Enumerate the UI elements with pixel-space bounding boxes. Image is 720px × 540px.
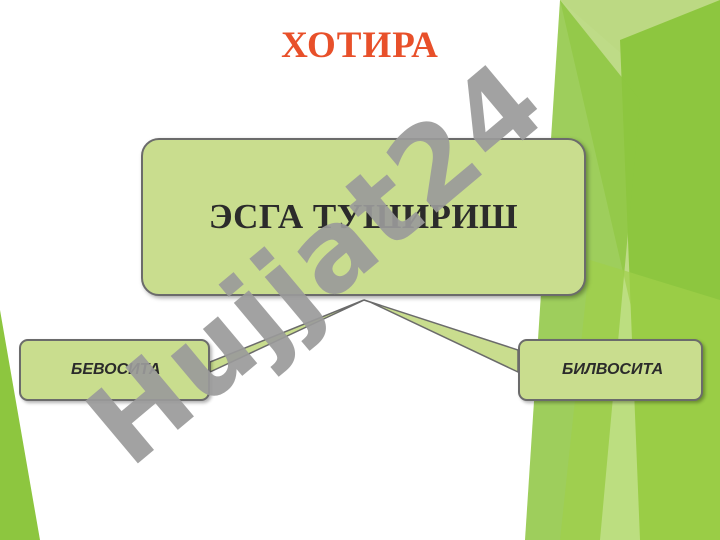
connector-left (209, 299, 365, 374)
right-branch-box: БИЛВОСИТА (518, 339, 703, 401)
left-branch-label: БЕВОСИТА (71, 361, 161, 378)
main-concept-box: ЭСГА ТУШИРИШ (141, 138, 586, 296)
main-concept-label: ЭСГА ТУШИРИШ (208, 197, 519, 236)
connector-right (363, 299, 519, 374)
right-branch-label: БИЛВОСИТА (562, 361, 664, 378)
left-branch-box: БЕВОСИТА (19, 339, 210, 401)
slide-title: ХОТИРА (281, 25, 439, 66)
green-wedge-left (0, 310, 40, 540)
